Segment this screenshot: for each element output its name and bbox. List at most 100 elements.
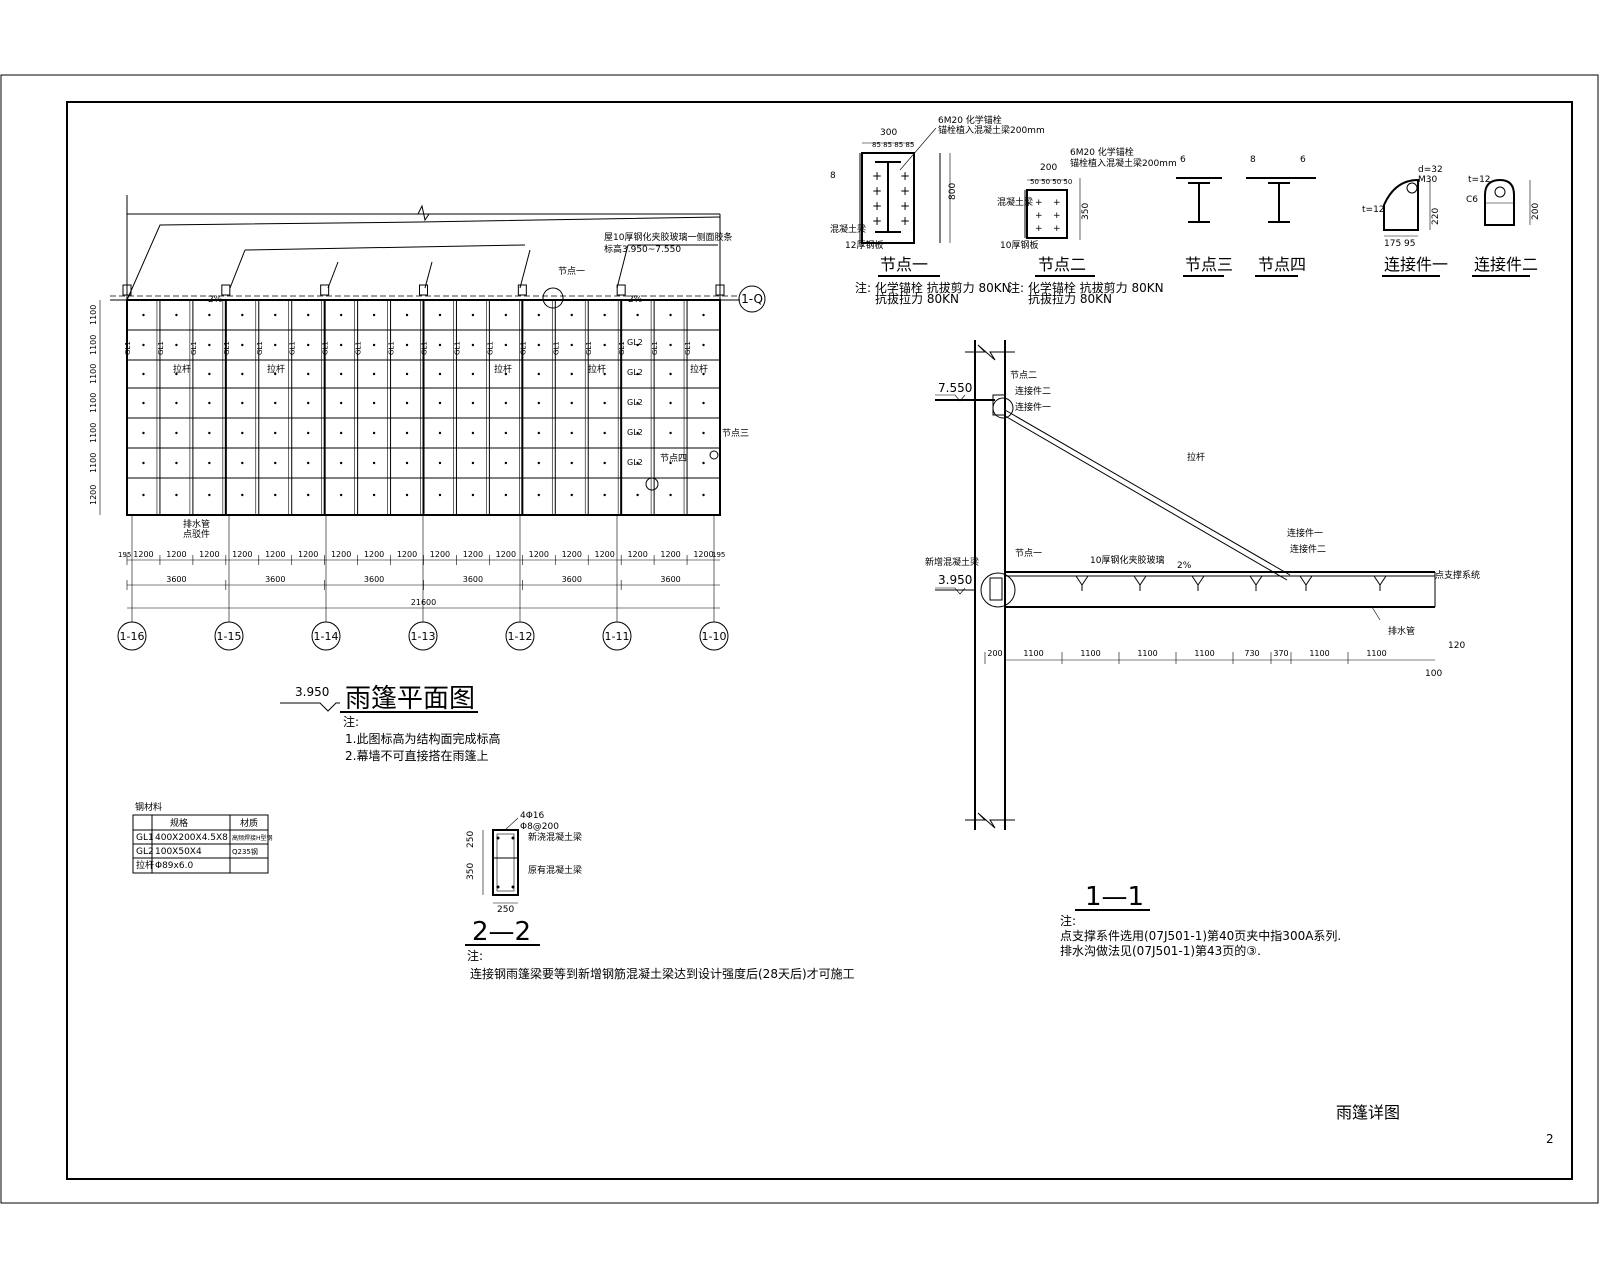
axis-label-1-q: 1-Q xyxy=(741,292,763,306)
node2-vdim: 350 xyxy=(1081,203,1091,220)
plan-fixture-dot xyxy=(241,401,244,405)
node2-bolt: 6M20 化学锚栓 xyxy=(1070,146,1134,158)
axis-bubble-1-13 xyxy=(408,621,438,651)
node1-bolt-mark: + xyxy=(900,214,910,228)
plan-bay-dim: 1200 xyxy=(265,550,285,559)
plan-span-dim: 3600 xyxy=(463,575,483,584)
node1-bolt-mark: + xyxy=(872,214,882,228)
section22-dim-0: 250 xyxy=(466,831,476,848)
section11-note-1: 点支撑系件选用(07J501-1)第40页夹中指300A系列. xyxy=(1060,928,1341,943)
materials-cell-2-0: 拉杆 xyxy=(136,859,154,871)
plan-bay-dim: 1200 xyxy=(562,550,582,559)
plan-notes-label: 注: xyxy=(343,714,359,729)
section11-fixture-mark xyxy=(1299,575,1313,586)
axis-label-1-10: 1-10 xyxy=(702,630,727,643)
plan-fixture-dot xyxy=(208,431,211,435)
plan-fixture-dot xyxy=(142,431,145,435)
plan-total-dim: 21600 xyxy=(411,598,436,607)
plan-fixture-dot xyxy=(570,372,573,376)
plan-fixture-dot xyxy=(636,343,639,347)
plan-fixture-dot xyxy=(142,372,145,376)
connector2-dim: 200 xyxy=(1531,203,1541,220)
plan-fixture-dot xyxy=(339,401,343,405)
plan-fixture-dot xyxy=(504,372,508,376)
plan-fixture-dot xyxy=(208,493,211,497)
plan-fixture-dot xyxy=(208,343,211,347)
plan-bay-dim: 1200 xyxy=(298,550,318,559)
node-ref-bubble-3 xyxy=(709,450,719,460)
section11-note-label: 注: xyxy=(1060,913,1076,928)
plan-bay-dim: 1200 xyxy=(364,550,384,559)
plan-label-steel-4: 拉杆 xyxy=(588,363,606,375)
plan-fixture-dot xyxy=(504,401,508,405)
connector1-title: 连接件一 xyxy=(1384,255,1448,274)
plan-fixture-dot xyxy=(339,343,343,347)
plan-fixture-dot xyxy=(306,431,310,435)
plan-fixture-dot xyxy=(669,431,672,435)
plan-fixture-dot xyxy=(306,493,310,497)
plan-fixture-dot xyxy=(208,401,211,405)
section11-fixture: 点支撑系统 xyxy=(1435,569,1480,581)
plan-beam-label-gl2: GL2 xyxy=(627,368,643,377)
section11-fixture-mark xyxy=(1249,575,1263,586)
plan-fixture-dot xyxy=(405,401,409,405)
plan-fixture-dot xyxy=(636,372,639,376)
section11-dim: 1100 xyxy=(1023,649,1043,658)
plan-beam-label-gl2: GL2 xyxy=(627,338,643,347)
node3-t: 6 xyxy=(1180,155,1186,165)
section11-conn2-b: 连接件二 xyxy=(1290,543,1326,555)
plan-bay-dim: 1200 xyxy=(529,550,549,559)
plan-fixture-dot xyxy=(537,372,541,376)
plan-fixture-dot xyxy=(274,493,277,497)
plan-row-dim: 1100 xyxy=(89,335,98,355)
plan-beam-label: GL1 xyxy=(618,341,626,355)
plan-fixture-dot xyxy=(702,461,705,465)
plan-edge-dim-right: 195 xyxy=(712,551,725,559)
plan-fixture-dot xyxy=(306,461,310,465)
section11-fixture-mark xyxy=(1133,575,1147,586)
node2-dim-width: 200 xyxy=(1040,163,1057,173)
node2-title: 节点二 xyxy=(1038,255,1086,274)
materials-cell-0-1: 400X200X4.5X8 xyxy=(155,833,228,843)
section11-conn2: 连接件二 xyxy=(1015,385,1051,397)
section11-dim: 1100 xyxy=(1194,649,1214,658)
plan-beam-label: GL1 xyxy=(157,341,165,355)
plan-span-dim: 3600 xyxy=(364,575,384,584)
plan-column-marker xyxy=(715,284,725,296)
node2-plate: 10厚钢板 xyxy=(1000,239,1038,251)
plan-fixture-dot xyxy=(175,493,178,497)
plan-fixture-dot xyxy=(471,313,475,317)
materials-caption: 钢材料 xyxy=(135,801,162,813)
axis-label-1-14: 1-14 xyxy=(314,630,339,643)
section22-stirrup: Φ8@200 xyxy=(520,822,559,832)
plan-bay-dim: 1200 xyxy=(496,550,516,559)
plan-span-dim: 3600 xyxy=(660,575,680,584)
plan-fixture-dot xyxy=(175,313,178,317)
node2-embed: 锚栓植入混凝土梁200mm xyxy=(1070,157,1177,169)
plan-label-steel-5: 拉杆 xyxy=(690,363,708,375)
node1-t8: 8 xyxy=(830,171,836,181)
plan-node-ref-3: 节点三 xyxy=(722,428,749,439)
section11-conn1: 连接件一 xyxy=(1287,527,1323,539)
plan-bay-dim: 1200 xyxy=(397,550,417,559)
plan-fixture-dot xyxy=(241,313,244,317)
axis-label-1-12: 1-12 xyxy=(508,630,533,643)
plan-fixture-dot xyxy=(274,431,277,435)
plan-fixture-dot xyxy=(372,372,376,376)
section11-fixture-mark xyxy=(1075,575,1089,586)
plan-fixture-dot xyxy=(603,461,606,465)
node-ref-bubble-4 xyxy=(645,477,659,491)
node2-note2: 抗拔拉力 80KN xyxy=(1028,291,1112,306)
plan-bay-dim: 1200 xyxy=(199,550,219,559)
plan-beam-label: GL1 xyxy=(453,341,461,355)
plan-column-marker xyxy=(419,284,428,296)
plan-fixture-dot xyxy=(537,401,541,405)
plan-column-marker xyxy=(320,284,330,296)
plan-beam-label-gl2: GL2 xyxy=(627,428,643,437)
plan-row-dim: 1100 xyxy=(89,393,98,413)
node-ref-bubble xyxy=(542,287,564,309)
plan-fixture-dot xyxy=(142,493,145,497)
plan-fixture-dot xyxy=(570,431,573,435)
plan-row-dim: 1200 xyxy=(89,485,98,505)
materials-header-material: 材质 xyxy=(240,817,258,829)
